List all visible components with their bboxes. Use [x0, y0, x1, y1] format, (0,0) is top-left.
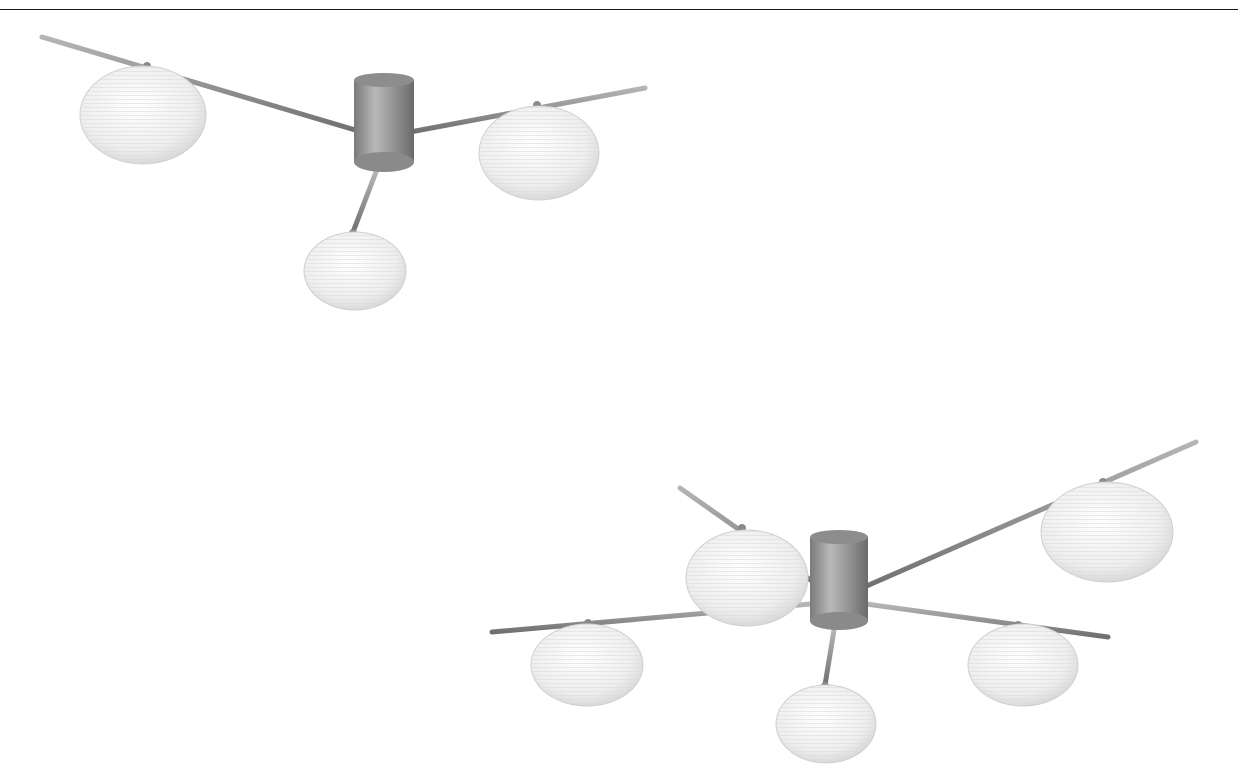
top-divider-line [0, 9, 1238, 10]
lamp1-arm-left [39, 34, 365, 135]
lamp2-shade-bottom [775, 682, 877, 764]
three-arm-ceiling-lamp [39, 34, 648, 311]
lamp2-shade-right [967, 621, 1079, 707]
lamp2-arm-down [822, 627, 837, 688]
lamp1-canopy [354, 73, 414, 172]
lamp2-canopy [810, 530, 868, 630]
lamp1-shade-left [79, 62, 207, 165]
lamp1-arm-down [350, 169, 379, 235]
lamp2-arm-right [863, 601, 1111, 640]
lamp2-arm-far-right [859, 439, 1199, 591]
lamp2-shade-upper-left [685, 524, 809, 627]
lamp2-shade-far-right [1040, 478, 1174, 583]
lamp1-shade-bottom [303, 229, 407, 311]
six-arm-ceiling-lamp [489, 439, 1199, 764]
lamp2-shade-left [530, 619, 644, 707]
lamp1-shade-right [478, 101, 600, 201]
